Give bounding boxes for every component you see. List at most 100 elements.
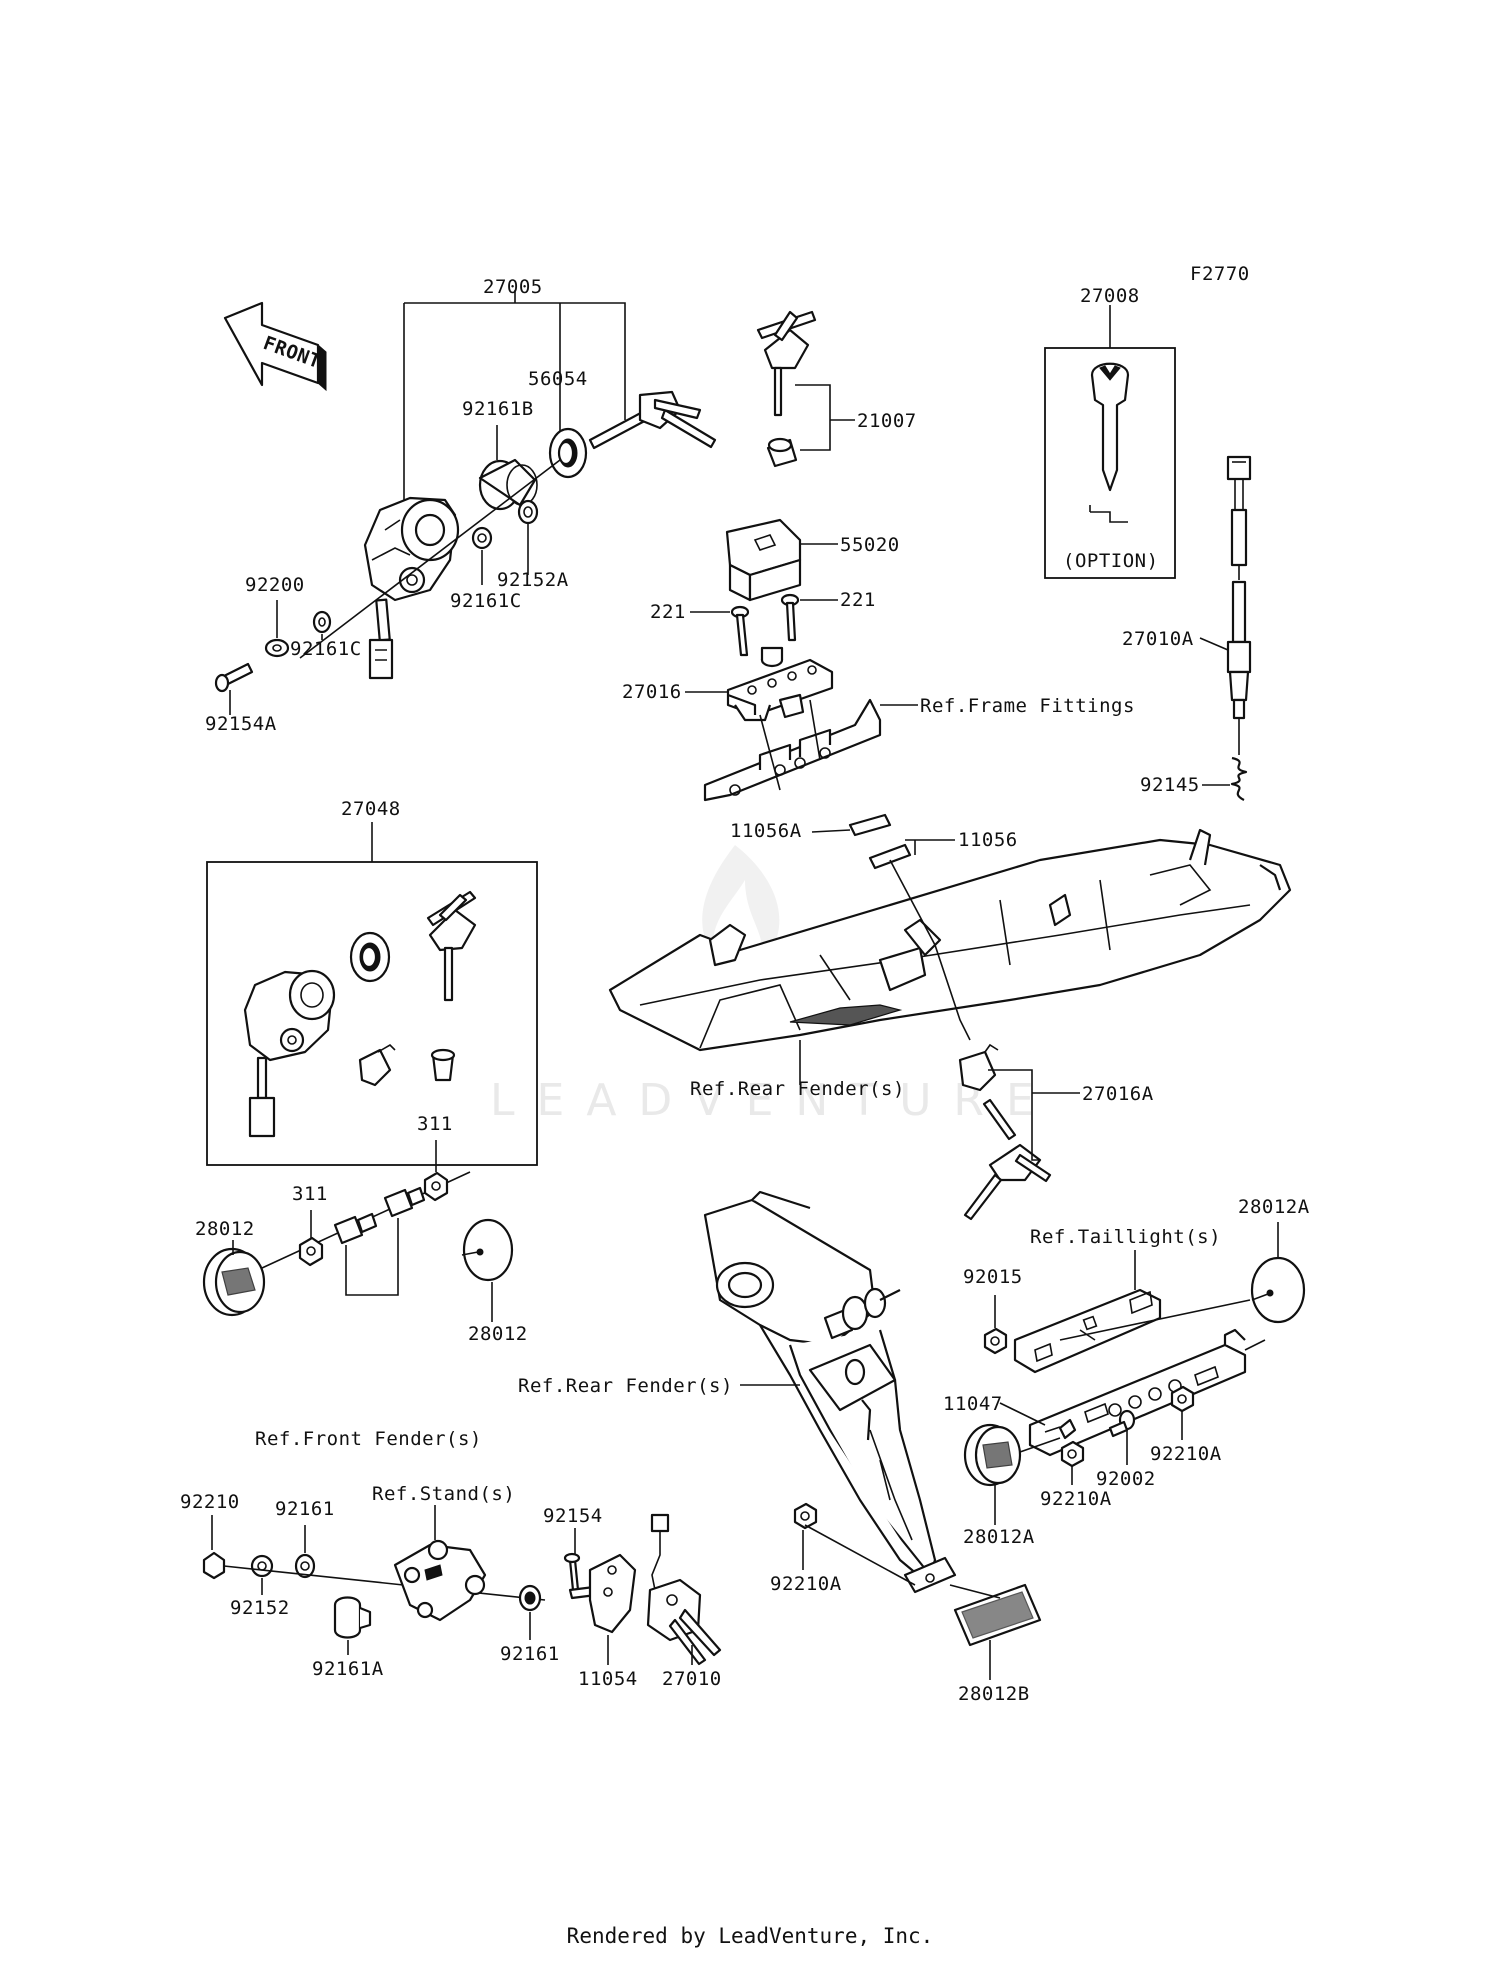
option-key-blank-27008: 27008 (OPTION): [1044, 285, 1176, 579]
seat-lock-27016A: 27016A: [958, 1043, 1154, 1221]
label-27010A: 27010A: [1122, 628, 1194, 650]
collar-92161B: [478, 458, 538, 511]
kit-switch-body: [243, 969, 336, 1138]
label-ref-rear-fender-2: Ref.Rear Fender(s): [518, 1375, 733, 1397]
lock-plate-27016: [726, 646, 834, 722]
reflector-28012A-upper: [1250, 1256, 1306, 1324]
label-92152: 92152: [230, 1597, 290, 1619]
switch-bracket-11054: [588, 1553, 637, 1634]
label-ref-frame-fittings: Ref.Frame Fittings: [920, 695, 1135, 717]
label-28012B: 28012B: [958, 1683, 1030, 1705]
rubber-plug-92161A: [333, 1596, 372, 1639]
nut-92210A-center: [1060, 1440, 1085, 1468]
screw-92154A: [214, 662, 254, 693]
rear-fender-license-bracket: [703, 1190, 957, 1594]
washer-92161C-upper: [471, 526, 493, 550]
washer-92161-left: [294, 1553, 316, 1579]
bolt-221-right: [780, 593, 800, 642]
label-27008: 27008: [1080, 285, 1140, 307]
spacer-right: [383, 1186, 426, 1218]
nut-92210A-fender: [793, 1502, 818, 1530]
nut-311-right: [423, 1171, 449, 1202]
label-55020: 55020: [840, 534, 900, 556]
label-92015: 92015: [963, 1266, 1023, 1288]
ignition-switch-body: [363, 496, 460, 680]
nut-92015: [983, 1327, 1008, 1355]
seat-lock-keys: [963, 1098, 1052, 1221]
label-56054: 56054: [528, 368, 588, 390]
label-27016A: 27016A: [1082, 1083, 1154, 1105]
label-92210A-center: 92210A: [1040, 1488, 1112, 1510]
label-27010: 27010: [662, 1668, 722, 1690]
label-92161B: 92161B: [462, 398, 534, 420]
label-92161-left: 92161: [275, 1498, 335, 1520]
label-28012-right: 28012: [468, 1323, 528, 1345]
nut-92210A-right: [1170, 1385, 1195, 1413]
seat-lock-assembly-27016: 55020 221 221 27016: [622, 518, 1135, 802]
label-92210A-right: 92210A: [1150, 1443, 1222, 1465]
bolt-221-left: [730, 605, 750, 657]
label-92154A: 92154A: [205, 713, 277, 735]
washer-92161-right: [518, 1584, 542, 1612]
side-stand-switch-27010: [646, 1513, 722, 1666]
watermark-text: LEADVENTURE: [490, 1075, 1056, 1126]
washer-92200: [264, 638, 290, 658]
kit-cap: [430, 1048, 456, 1082]
label-ref-stand: Ref.Stand(s): [372, 1483, 515, 1505]
frame-fitting-bracket: [703, 698, 882, 802]
key-set-27048: 27048: [206, 798, 538, 1166]
label-92154: 92154: [543, 1505, 603, 1527]
label-92145: 92145: [1140, 774, 1200, 796]
label-11054: 11054: [578, 1668, 638, 1690]
label-92161C-upper: 92161C: [450, 590, 522, 612]
label-27048: 27048: [341, 798, 401, 820]
label-11056: 11056: [958, 829, 1018, 851]
label-11056A: 11056A: [730, 820, 802, 842]
ignition-key-pair: [588, 390, 717, 450]
reflector-28012-left: 28012: [195, 1218, 266, 1317]
spacer-left: [333, 1212, 378, 1245]
label-92210A-fender: 92210A: [770, 1573, 842, 1595]
label-311-left: 311: [292, 1183, 328, 1205]
cap-nut-92210: [202, 1551, 226, 1580]
label-ref-front-fender: Ref.Front Fender(s): [255, 1428, 482, 1450]
taillight-mount-plate: [1013, 1288, 1162, 1374]
label-option: (OPTION): [1063, 550, 1159, 572]
label-92161-right: 92161: [500, 1643, 560, 1665]
rear-subframe: [608, 828, 1292, 1052]
label-ref-taillight: Ref.Taillight(s): [1030, 1226, 1221, 1248]
reflector-28012A-lower: [963, 1423, 1022, 1487]
reflector-28012B: [953, 1583, 1042, 1647]
label-ref-rear-fender-1: Ref.Rear Fender(s): [690, 1078, 905, 1100]
label-28012A-lower: 28012A: [963, 1526, 1035, 1548]
key-set-21007: 21007: [756, 310, 917, 468]
label-21007: 21007: [857, 410, 917, 432]
label-92152A: 92152A: [497, 569, 569, 591]
reflector-28012-right: [461, 1218, 514, 1282]
clip-11056A: [848, 813, 892, 837]
footer-credit: Rendered by LeadVenture, Inc.: [566, 1924, 934, 1948]
kit-lock-cylinder: [358, 1043, 396, 1087]
stand-pivot-bracket: [393, 1539, 487, 1622]
label-27005: 27005: [483, 276, 543, 298]
label-221-left: 221: [650, 601, 686, 623]
front-direction-arrow: FRONT: [223, 301, 327, 392]
label-311-right: 311: [417, 1113, 453, 1135]
watermark-flame-logo: [702, 845, 780, 965]
kit-keys: [426, 890, 477, 1002]
switch-27010A: 27010A 92145: [1122, 455, 1252, 801]
label-28012-left: 28012: [195, 1218, 255, 1240]
label-92210: 92210: [180, 1491, 240, 1513]
label-92161A: 92161A: [312, 1658, 384, 1680]
label-27016: 27016: [622, 681, 682, 703]
cable-11056: [868, 843, 971, 1041]
diagram-code: F2770: [1190, 263, 1250, 285]
washer-92152: [250, 1554, 274, 1578]
label-28012A-upper: 28012A: [1238, 1196, 1310, 1218]
label-92200: 92200: [245, 574, 305, 596]
cover-55020: [725, 518, 802, 602]
label-92002: 92002: [1096, 1468, 1156, 1490]
label-221-right: 221: [840, 589, 876, 611]
washer-92161C-lower: [312, 610, 332, 634]
